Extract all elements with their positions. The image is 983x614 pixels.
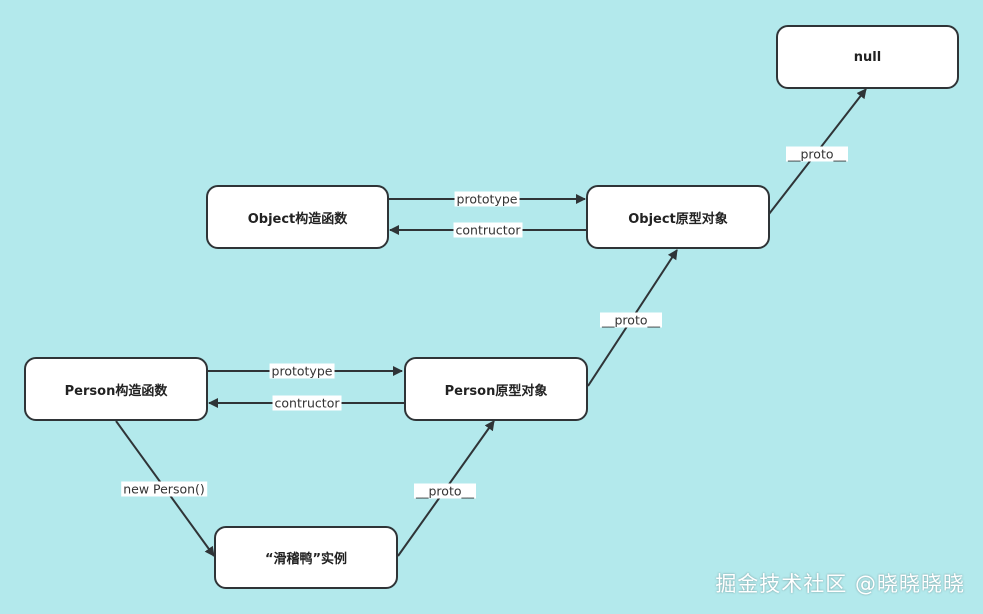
node-person-prototype: Person原型对象 [404,357,588,421]
label-object-proto: __proto__ [786,146,848,162]
label-person-constructor: contructor [272,395,342,411]
label-person-proto: __proto__ [600,312,662,328]
node-null: null [776,25,959,89]
node-object-prototype: Object原型对象 [586,185,770,249]
node-instance: “滑稽鸭”实例 [214,526,398,589]
watermark-text: 掘金技术社区 @晓晓晓晓 [715,572,965,596]
node-object-constructor: Object构造函数 [206,185,389,249]
node-person-constructor: Person构造函数 [24,357,208,421]
label-new-person: new Person() [121,481,207,497]
label-object-constructor: contructor [453,222,523,238]
label-person-prototype: prototype [269,363,335,379]
label-instance-proto: __proto__ [414,483,476,499]
label-object-prototype: prototype [454,191,520,207]
